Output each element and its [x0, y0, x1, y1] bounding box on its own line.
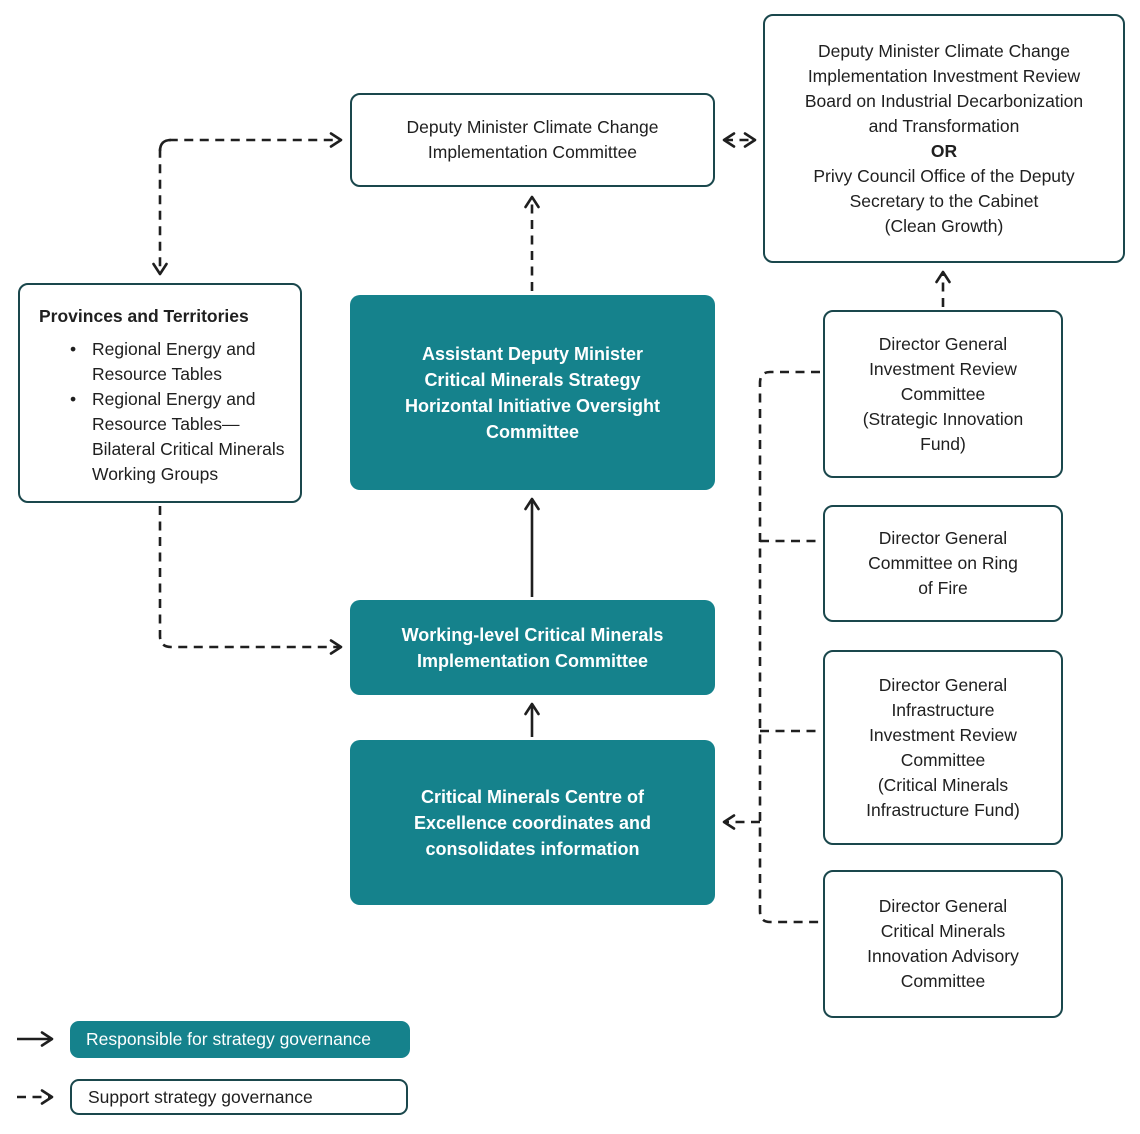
edge-elbow-to-dm-committee	[158, 132, 343, 152]
edge-dg-trunk	[758, 370, 820, 924]
edge-elbow-to-provinces	[152, 138, 172, 276]
node-dg-innovation-advisory-committee: Director General Critical Minerals Innov…	[823, 870, 1063, 1018]
node-provinces-territories: Provinces and Territories Regional Energ…	[18, 283, 302, 503]
node-dg-ring-of-fire-committee: Director General Committee on Ring of Fi…	[823, 505, 1063, 622]
dm-board-text-bottom: Privy Council Office of the Deputy Secre…	[813, 165, 1075, 236]
provinces-bullet-list: Regional Energy and Resource Tables Regi…	[39, 337, 285, 487]
legend-solid-label: Responsible for strategy governance	[86, 1029, 372, 1049]
legend-solid-item: Responsible for strategy governance	[70, 1021, 410, 1058]
dm-board-text-top: Deputy Minister Climate Change Implement…	[804, 40, 1084, 136]
edge-provinces-to-working	[158, 506, 343, 655]
node-dg-infrastructure-committee: Director General Infrastructure Investme…	[823, 650, 1063, 845]
node-dg-investment-review-committee: Director General Investment Review Commi…	[823, 310, 1063, 478]
legend-dashed-item: Support strategy governance	[70, 1079, 408, 1115]
node-critical-minerals-centre: Critical Minerals Centre of Excellence c…	[350, 740, 715, 905]
provinces-title: Provinces and Territories	[39, 306, 249, 326]
list-item: Regional Energy and Resource Tables	[39, 337, 285, 387]
dm-board-or-label: OR	[930, 140, 958, 161]
list-item: Regional Energy and Resource Tables— Bil…	[39, 387, 285, 487]
legend-dashed-label: Support strategy governance	[88, 1086, 313, 1107]
node-adm-oversight-committee: Assistant Deputy Minister Critical Miner…	[350, 295, 715, 490]
node-working-level-committee: Working-level Critical Minerals Implemen…	[350, 600, 715, 695]
node-dm-implementation-committee: Deputy Minister Climate Change Implement…	[350, 93, 715, 187]
node-dm-investment-review-board: Deputy Minister Climate Change Implement…	[763, 14, 1125, 263]
